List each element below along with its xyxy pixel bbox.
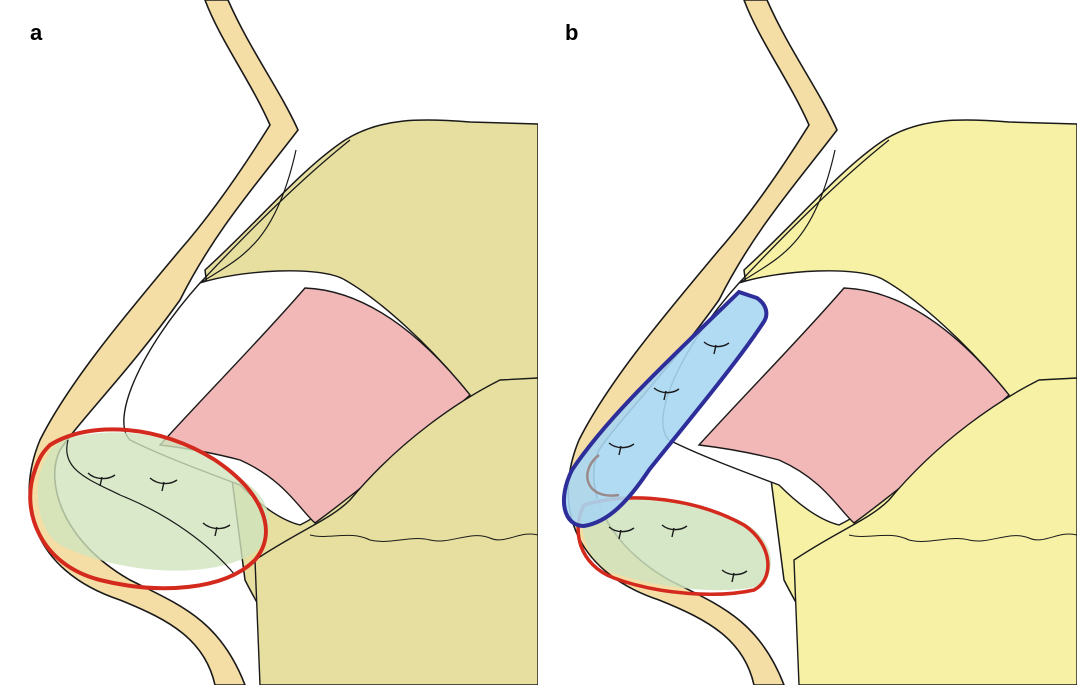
panel-a-illustration bbox=[0, 0, 538, 685]
panel-b: b bbox=[539, 0, 1077, 685]
panel-label-a: a bbox=[30, 20, 42, 46]
panel-label-b: b bbox=[565, 20, 578, 46]
panel-b-illustration bbox=[539, 0, 1077, 685]
panel-a: a bbox=[0, 0, 538, 685]
